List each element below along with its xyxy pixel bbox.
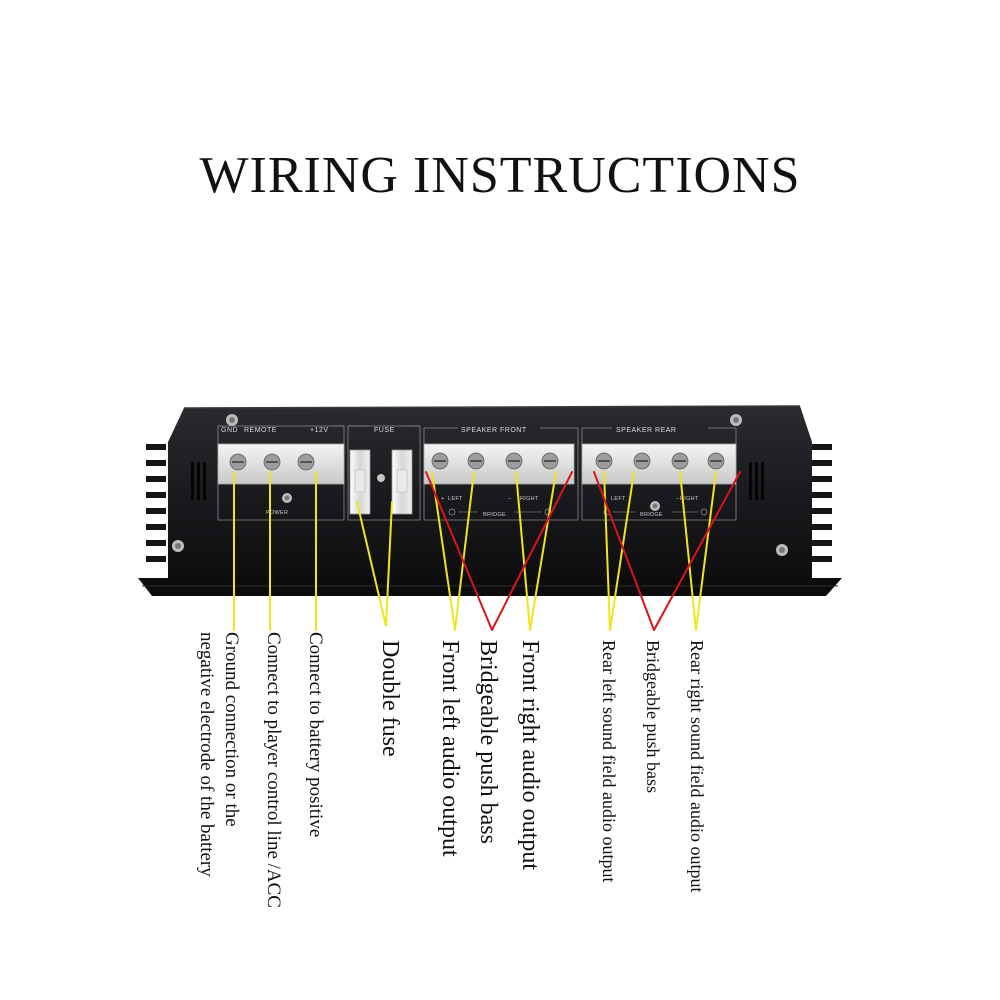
remote-label: REMOTE: [244, 427, 277, 434]
front-right-label: RIGHT: [520, 496, 539, 502]
power-label: POWER: [266, 510, 288, 516]
vent-slots: [191, 462, 764, 500]
label-front-right: Front right audio output: [517, 640, 543, 870]
label-rear-left: Rear left sound field audio output: [599, 640, 619, 883]
page-title: WIRING INSTRUCTIONS: [199, 147, 801, 204]
plus12v-label: +12V: [310, 427, 329, 434]
front-speaker-terminals: [423, 443, 575, 485]
amp-base: [138, 578, 842, 596]
speaker-rear-label: SPEAKER REAR: [616, 427, 676, 434]
heatsink-fins: [146, 444, 832, 562]
label-ground-line1: Ground connection or the: [221, 632, 242, 827]
red-leader-lines: [425, 471, 741, 631]
label-front-left: Front left audio output: [437, 640, 463, 857]
label-remote: Connect to player control line /ACC: [263, 632, 284, 908]
speaker-front-label: SPEAKER FRONT: [461, 427, 527, 434]
fuse-holders: [349, 449, 413, 515]
rear-speaker-terminals: [581, 443, 737, 485]
front-plus-sign: +: [441, 496, 445, 502]
rear-left-label: LEFT: [611, 496, 626, 502]
label-rear-right: Rear right sound field audio output: [687, 640, 707, 893]
rear-bridge-label: BRIDGE: [640, 512, 663, 518]
rear-right-label: RIGHT: [680, 496, 699, 502]
mounting-screws: [172, 414, 788, 556]
label-front-bridge: Bridgeable push bass: [475, 640, 501, 844]
front-bridge-label: BRIDGE: [483, 512, 506, 518]
label-fuse: Double fuse: [377, 640, 403, 757]
rear-minus-sign: −: [676, 496, 680, 502]
label-ground-line2: negative electrode of the battery: [196, 632, 217, 877]
label-ground: Ground connection or the negative electr…: [194, 632, 244, 877]
power-terminal-block: [217, 443, 345, 485]
gnd-label: GND: [221, 427, 238, 434]
front-left-label: LEFT: [448, 496, 463, 502]
label-battery: Connect to battery positive: [305, 632, 326, 838]
fuse-label: FUSE: [374, 427, 395, 434]
label-rear-bridge: Bridgeable push bass: [643, 640, 663, 793]
front-minus-sign: −: [508, 496, 512, 502]
